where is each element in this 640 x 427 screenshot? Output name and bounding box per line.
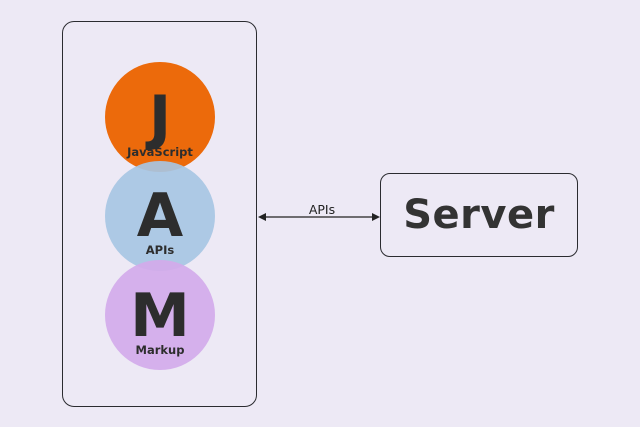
- apis-letter: A: [137, 181, 184, 251]
- connector-label: APIs: [308, 202, 336, 217]
- apis-circle: [105, 161, 215, 271]
- markup-caption: Markup: [136, 343, 185, 357]
- jam-stack-box: [62, 21, 257, 407]
- markup-letter: M: [130, 281, 190, 351]
- arrowhead-left-icon: [258, 213, 266, 221]
- javascript-circle: [105, 62, 215, 172]
- apis-caption: APIs: [146, 243, 175, 257]
- markup-circle: [105, 260, 215, 370]
- server-label: Server: [403, 192, 555, 238]
- arrowhead-right-icon: [372, 213, 380, 221]
- server-box: Server: [380, 173, 578, 257]
- javascript-caption: JavaScript: [126, 145, 193, 159]
- javascript-letter: J: [145, 83, 171, 153]
